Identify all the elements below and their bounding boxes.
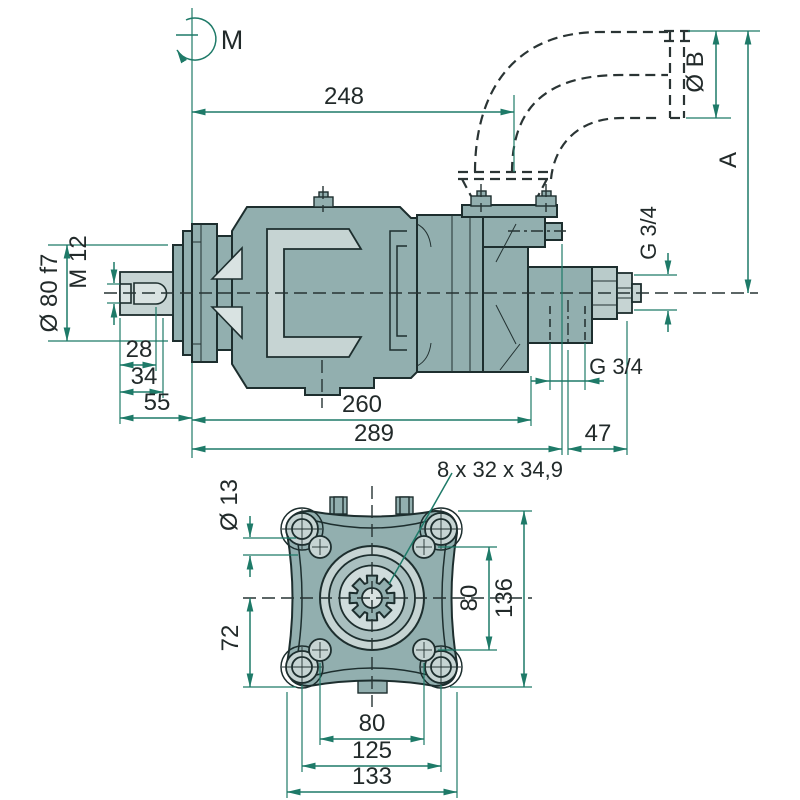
dim-diaB-label: Ø B (682, 51, 709, 92)
pump-side-body (119, 184, 642, 408)
front-tab-top-right-bolt (399, 496, 410, 515)
spline-hub (319, 545, 425, 651)
housing-inner-bracket-line (396, 245, 407, 337)
rear-housing-scurve-top (416, 223, 432, 248)
dim-55-label: 55 (144, 389, 171, 416)
elbow-pipe-dashed (458, 29, 690, 197)
pipe-flange-leg-right (537, 178, 548, 197)
dim-28-label: 28 (126, 336, 153, 363)
housing-bracket-cutout (266, 228, 363, 358)
dim-248-label: 248 (324, 83, 364, 110)
torque-label: M (221, 25, 244, 55)
elbow-outer-curve (473, 30, 668, 173)
housing-chamfer-bottom (210, 306, 243, 340)
side-view: M (36, 8, 760, 458)
end-cap-upper (482, 216, 546, 248)
dim-136-label: 136 (491, 578, 518, 618)
end-cap-diagonal-3 (499, 343, 521, 371)
front-view: 8 x 32 x 34,9 Ø 13 72 80 136 80 125 133 (216, 457, 563, 798)
housing-chamfer-top (210, 246, 243, 280)
spline-leader-line (388, 472, 453, 585)
dim-133-label: 133 (352, 763, 392, 790)
dim-34-label: 34 (131, 363, 158, 390)
spline-label: 8 x 32 x 34,9 (437, 457, 563, 482)
dim-47-label: 47 (585, 420, 612, 447)
dim-dia13-label: Ø 13 (216, 479, 243, 531)
dim-80v-label: 80 (456, 585, 483, 612)
end-cap-diagonal-2 (495, 304, 517, 345)
dim-289-label: 289 (354, 420, 394, 447)
outlet-port-block (527, 266, 593, 344)
dim-260-label: 260 (342, 391, 382, 418)
dim-125-label: 125 (352, 737, 392, 764)
bolt-pad-tl (280, 507, 324, 551)
end-cap-lower (482, 246, 529, 373)
rear-housing-scurve-bottom (416, 342, 432, 367)
dim-g34-side-label: G 3/4 (636, 206, 661, 260)
dim-dia80-label: Ø 80 f7 (36, 254, 63, 333)
rotation-direction-arrow (176, 17, 217, 64)
front-tab-top-left-bolt (333, 496, 344, 515)
dim-g34-bottom-label: G 3/4 (589, 354, 643, 379)
top-port-block (461, 204, 558, 218)
elbow-inner-curve (549, 116, 662, 180)
pipe-flange-leg-left (461, 178, 472, 197)
dim-72-label: 72 (217, 625, 244, 652)
dim-m12-label: M 12 (65, 235, 92, 288)
inner-holes (308, 535, 436, 662)
housing-inner-bracket (389, 230, 407, 351)
dim-A-label: A (715, 152, 742, 168)
dim-80h-label: 80 (359, 710, 386, 737)
